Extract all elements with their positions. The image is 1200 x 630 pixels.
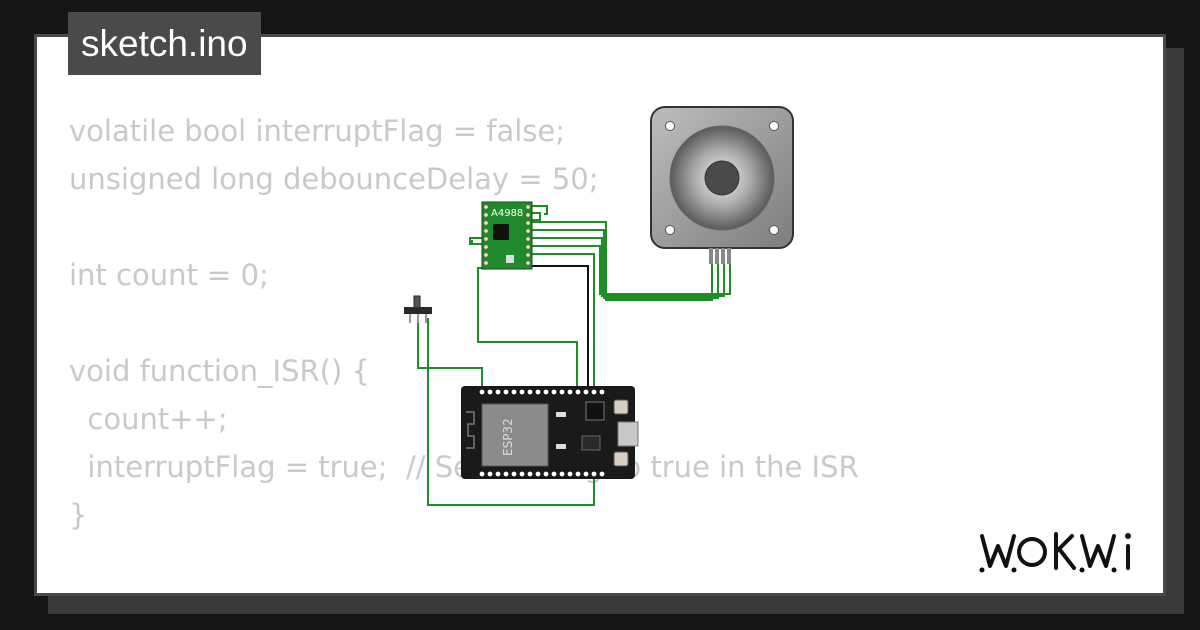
project-preview-card: volatile bool interruptFlag = false; unsi…: [34, 34, 1166, 596]
wire: [531, 229, 719, 299]
wokwi-logo-mark: [979, 532, 1131, 573]
wire: [531, 221, 713, 301]
code-line: count++;: [69, 402, 228, 436]
code-line: unsigned long debounceDelay = 50;: [69, 162, 599, 196]
driver-label: A4988: [491, 208, 523, 219]
wire: [531, 253, 595, 388]
file-tab[interactable]: sketch.ino: [68, 12, 261, 75]
wire: [531, 237, 725, 297]
code-line: volatile bool interruptFlag = false;: [69, 114, 566, 148]
esp32-board[interactable]: ESP32: [461, 386, 639, 479]
wire: [427, 318, 595, 506]
wire: [531, 245, 731, 295]
wire: [417, 318, 483, 388]
a4988-driver[interactable]: A4988: [481, 201, 533, 270]
code-line: void function_ISR() {: [69, 354, 370, 388]
slide-switch[interactable]: [404, 295, 432, 323]
wires: [417, 205, 731, 506]
wokwi-logo: [978, 526, 1148, 580]
wire: [531, 205, 548, 215]
wire: [469, 237, 483, 245]
wire: [531, 265, 589, 388]
wire: [531, 212, 541, 221]
stepper-motor[interactable]: [650, 106, 794, 264]
code-line: }: [69, 498, 88, 532]
mcu-label: ESP32: [501, 418, 515, 456]
code-line: int count = 0;: [69, 258, 269, 292]
wire: [477, 267, 578, 388]
